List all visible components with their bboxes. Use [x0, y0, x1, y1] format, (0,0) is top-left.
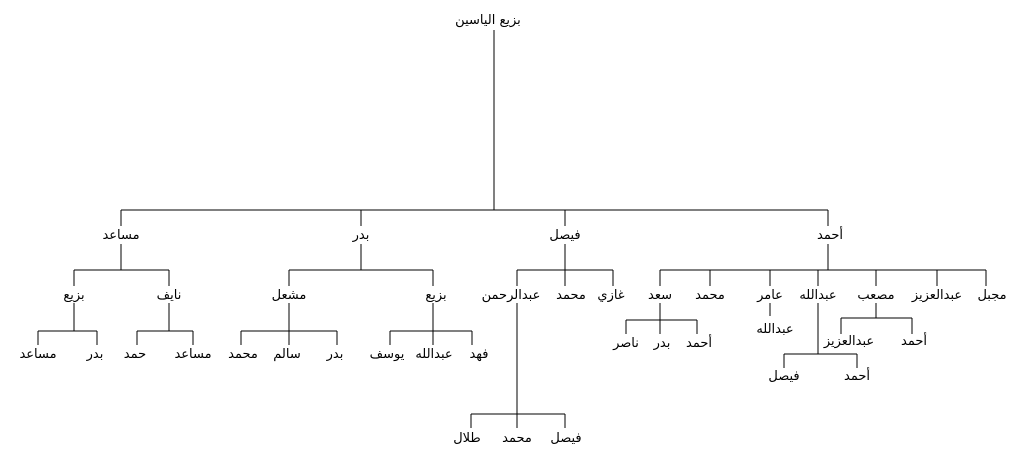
- bazi-son-fahad: فهد: [469, 347, 488, 362]
- person-labels: بزيع الياسين مساعد بدر فيصل أحمد بزيع نا…: [19, 13, 1006, 446]
- son-badr: بدر: [352, 228, 370, 243]
- amer-son-abdullah: عبدالله: [756, 322, 793, 337]
- musab-son-abdulaziz: عبدالعزيز: [823, 334, 874, 349]
- ahmad-son-musab: مصعب: [857, 288, 894, 303]
- bazi-son-musaed: مساعد: [19, 347, 56, 362]
- son-musaed: مساعد: [102, 228, 139, 243]
- ahmad-son-mujbel: مجبل: [977, 288, 1006, 303]
- saad-son-naser: ناصر: [612, 336, 639, 351]
- faisal-son-abdulrahman: عبدالرحمن: [482, 288, 541, 303]
- badr-son-mishal: مشعل: [272, 288, 307, 303]
- abdullah-son-ahmad: أحمد: [844, 367, 870, 384]
- abdulrahman-son-talal: طلال: [453, 431, 481, 446]
- connector-lines: [37, 30, 987, 428]
- nayef-son-hamad: حمد: [124, 347, 146, 362]
- abdulrahman-son-faisal: فيصل: [550, 431, 581, 446]
- ahmad-son-abdulaziz: عبدالعزيز: [911, 288, 962, 303]
- faisal-son-mohammad: محمد: [556, 288, 586, 303]
- mishal-son-badr: بدر: [326, 347, 344, 362]
- bazi-son-yousef: يوسف: [370, 347, 405, 362]
- badr-son-bazi: بزيع: [425, 288, 446, 303]
- bazi-son-abdullah: عبدالله: [415, 347, 452, 362]
- mishal-son-salem: سالم: [273, 347, 300, 362]
- ahmad-son-mohammad: محمد: [695, 288, 725, 303]
- mishal-son-mohammad: محمد: [228, 347, 258, 362]
- root-name: بزيع الياسين: [455, 13, 521, 28]
- ahmad-son-amer: عامر: [756, 288, 783, 303]
- ahmad-son-saad: سعد: [648, 288, 672, 303]
- son-faisal: فيصل: [549, 228, 580, 243]
- abdullah-son-faisal: فيصل: [768, 369, 799, 384]
- musab-son-ahmad: أحمد: [901, 332, 927, 349]
- saad-son-ahmad: أحمد: [686, 334, 712, 351]
- nayef-son-musaed: مساعد: [174, 347, 211, 362]
- ahmad-son-abdullah: عبدالله: [799, 288, 836, 303]
- bazi-son-badr: بدر: [86, 347, 104, 362]
- son-ahmad: أحمد: [817, 226, 843, 243]
- saad-son-badr: بدر: [653, 336, 671, 351]
- musaed-son-nayef: نايف: [157, 288, 182, 303]
- abdulrahman-son-mohammad: محمد: [502, 431, 532, 446]
- musaed-son-bazi: بزيع: [63, 288, 84, 303]
- faisal-son-ghazi: غازي: [597, 288, 624, 303]
